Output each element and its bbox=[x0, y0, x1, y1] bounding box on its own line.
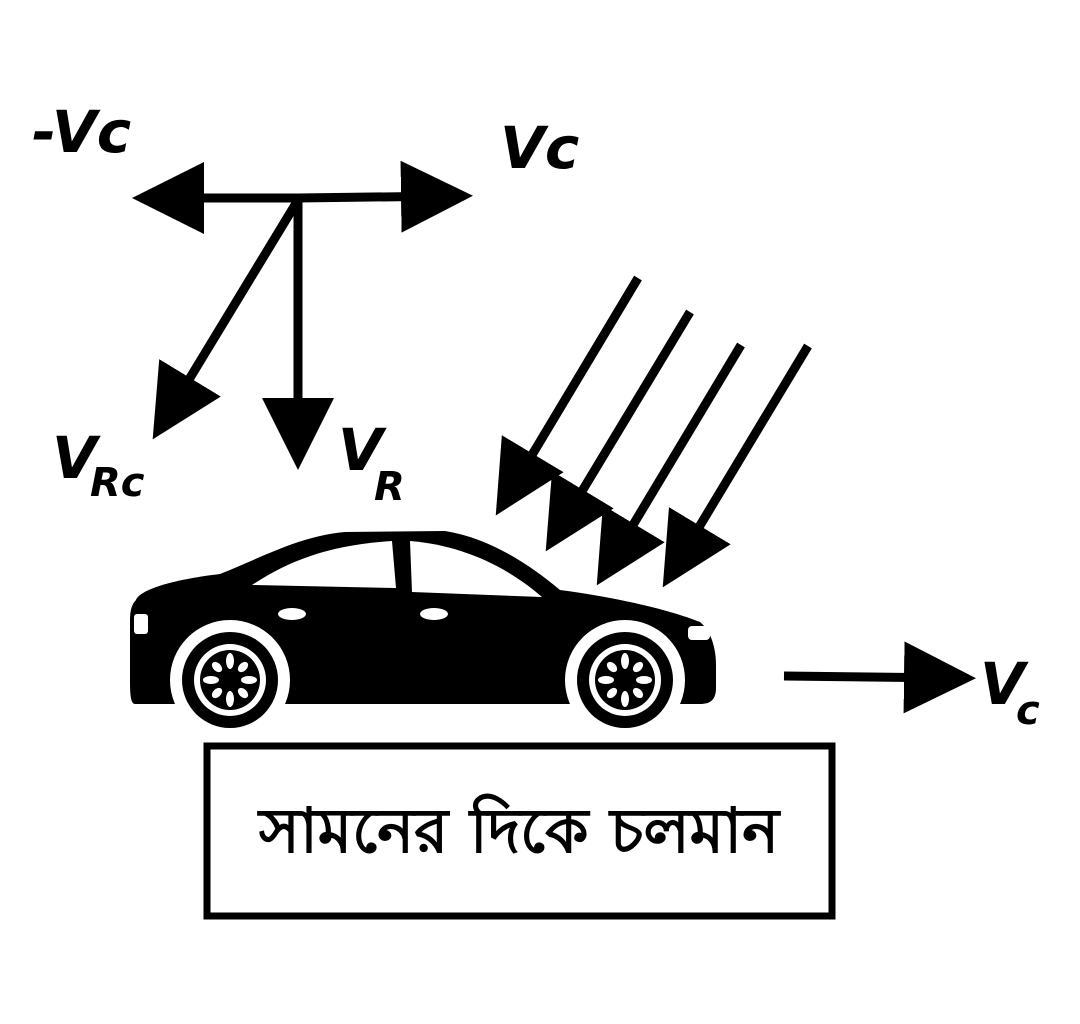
car-icon bbox=[130, 531, 716, 740]
motion-banner: সামনের দিকে চলমান bbox=[203, 742, 836, 920]
car-velocity-label-main: V bbox=[980, 650, 1029, 718]
motion-banner-text: সামনের দিকে চলমান bbox=[257, 794, 781, 867]
vr-label: V R bbox=[338, 416, 405, 510]
rain-arrow-3 bbox=[596, 342, 745, 586]
vc-arrow bbox=[297, 160, 473, 233]
rain-arrow-2 bbox=[545, 309, 694, 552]
car-door-handle-front bbox=[420, 608, 448, 620]
car-velocity-label-sub: c bbox=[1016, 688, 1040, 734]
car-front-wheel bbox=[565, 620, 685, 740]
rain-arrow-4 bbox=[662, 343, 812, 588]
car-door-handle-rear bbox=[278, 608, 306, 620]
rain-arrows bbox=[495, 275, 812, 588]
car-velocity-arrow bbox=[783, 641, 976, 714]
car-velocity-label: V c bbox=[980, 650, 1040, 734]
car-rear-window bbox=[252, 541, 396, 588]
vrc-label-main: V bbox=[52, 424, 101, 492]
car-head-light bbox=[688, 626, 710, 640]
vr-label-sub: R bbox=[374, 464, 405, 510]
rain-arrow-1 bbox=[495, 275, 642, 516]
neg-vc-label: -Vc bbox=[32, 98, 131, 166]
car-tail-light bbox=[134, 614, 148, 634]
vc-top-label: Vc bbox=[500, 114, 579, 182]
car-front-window bbox=[410, 541, 542, 597]
vrc-label-sub: Rc bbox=[90, 460, 145, 506]
vr-label-main: V bbox=[338, 416, 387, 484]
vector-diagram bbox=[132, 160, 473, 470]
car-rear-wheel bbox=[170, 620, 290, 740]
motion-banner-box bbox=[203, 742, 836, 920]
vrc-arrow bbox=[152, 197, 302, 440]
vrc-label: V Rc bbox=[52, 424, 145, 506]
